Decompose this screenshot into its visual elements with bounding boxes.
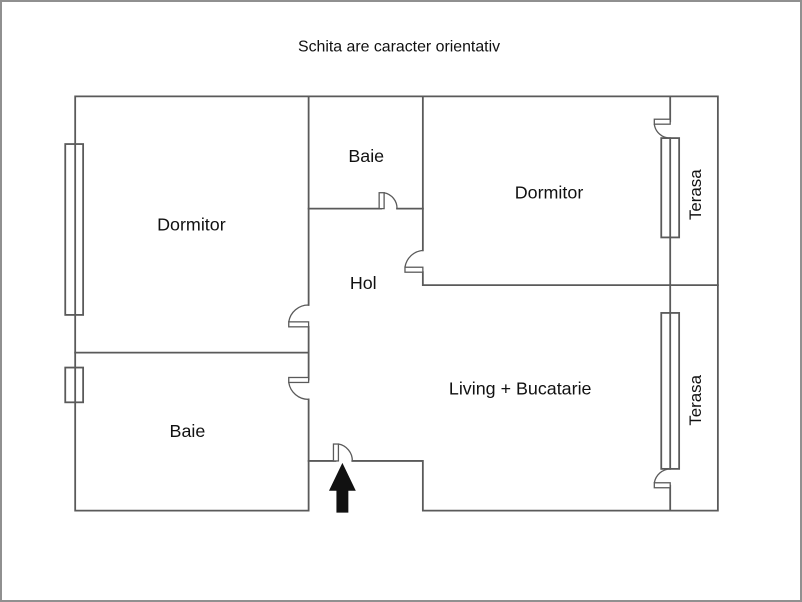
room-label-dormitor-right: Dormitor xyxy=(515,183,584,203)
walls-layer xyxy=(74,95,719,512)
door-arc-baie-bottom-icon xyxy=(288,382,309,400)
window-baie-bottom-icon xyxy=(64,366,85,404)
room-label-terasa-bottom: Terasa xyxy=(686,374,705,425)
labels-layer: Schita are caracter orientativ Dormitor … xyxy=(157,39,705,441)
room-label-hol: Hol xyxy=(350,273,377,293)
door-arc-dormitor-right-icon xyxy=(404,249,423,268)
door-arc-entrance-icon xyxy=(338,443,353,461)
outer-wall xyxy=(74,95,719,512)
door-leaf-terasa-bottom-icon xyxy=(653,482,671,489)
room-label-terasa-top: Terasa xyxy=(686,169,705,220)
doors-layer xyxy=(288,118,671,489)
entrance-arrow-icon xyxy=(328,462,356,513)
door-leaf-dormitor-right-icon xyxy=(404,266,424,273)
door-arc-terasa-bottom-icon xyxy=(653,468,671,483)
windows-layer xyxy=(64,137,681,470)
door-leaf-entrance-icon xyxy=(332,443,340,462)
room-label-baie-bottom: Baie xyxy=(170,421,206,441)
door-leaf-baie-top-icon xyxy=(378,192,385,210)
door-leaf-baie-bottom-icon xyxy=(288,376,310,384)
door-arc-dormitor-left-icon xyxy=(288,304,309,322)
door-arc-terasa-top-icon xyxy=(653,124,671,139)
room-label-dormitor-left: Dormitor xyxy=(157,214,226,234)
door-leaf-dormitor-left-icon xyxy=(288,321,310,328)
room-label-living: Living + Bucatarie xyxy=(449,378,592,398)
door-arc-baie-top-icon xyxy=(383,192,398,209)
room-label-baie-top: Baie xyxy=(348,146,384,166)
door-leaf-terasa-top-icon xyxy=(653,118,671,125)
page-title: Schita are caracter orientativ xyxy=(298,39,500,56)
window-dormitor-left-icon xyxy=(64,143,85,316)
